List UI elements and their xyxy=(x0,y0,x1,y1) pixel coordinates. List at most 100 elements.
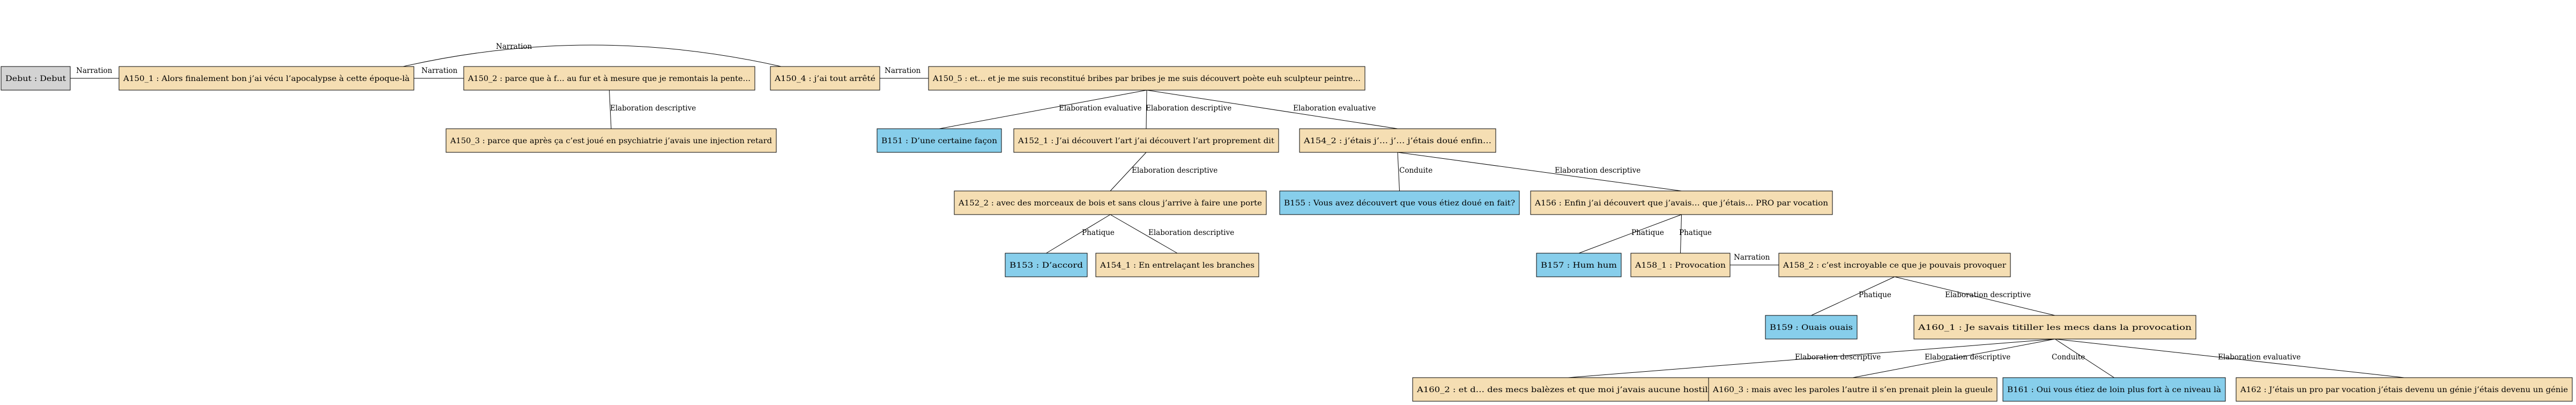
node-box xyxy=(928,66,1365,91)
edge-a160-1-to-b161 xyxy=(2054,338,2114,378)
edge-a154-2-to-b155 xyxy=(1397,152,1400,192)
node-a152-1: A152_1 : J’ai découvert l’art j’ai décou… xyxy=(1013,128,1279,153)
node-a158-2: A158_2 : c’est incroyable ce que je pouv… xyxy=(1778,253,2011,277)
node-box xyxy=(1005,253,1088,277)
edge-label: Narration xyxy=(76,67,113,75)
edge-a152-2-to-b153 xyxy=(1046,214,1111,254)
node-box xyxy=(118,66,414,91)
node-label: A152_2 : avec des morceaux de bois et sa… xyxy=(958,199,1262,208)
edge-a150-5-to-a154-2 xyxy=(1146,90,1398,129)
edge-label: Elaboration evaluative xyxy=(1059,104,1141,113)
node-label: A154_1 : En entrelaçant les branches xyxy=(1100,261,1254,270)
node-a158-1: A158_1 : Provocation xyxy=(1630,253,1731,277)
edge-a160-1-to-a162 xyxy=(2054,338,2404,378)
edge-a160-1-to-a160-3 xyxy=(1852,338,2055,378)
node-label: A160_3 : mais avec les paroles l’autre i… xyxy=(1712,386,1993,394)
node-b157: B157 : Hum hum xyxy=(1536,253,1622,277)
nodes-layer: Debut : Debut A150_1 : Alors finalement b… xyxy=(1,66,2573,402)
node-b151: B151 : D’une certaine façon xyxy=(877,128,1002,153)
node-label: A160_1 : Je savais titiller les mecs dan… xyxy=(1918,323,2192,332)
node-label: A160_2 : et d… des mecs balèzes et que m… xyxy=(1416,386,1719,394)
node-label: A150_4 : j’ai tout arrêté xyxy=(774,75,875,83)
node-box xyxy=(1279,190,1520,215)
node-box xyxy=(1708,377,1998,402)
node-box xyxy=(1412,377,1724,402)
node-label: A154_2 : j’étais j’… j’… j’étais doué en… xyxy=(1303,137,1491,145)
node-b155: B155 : Vous avez découvert que vous étie… xyxy=(1279,190,1520,215)
node-box xyxy=(1,66,71,91)
node-a150-4: A150_4 : j’ai tout arrêté xyxy=(770,66,880,91)
node-a152-2: A152_2 : avec des morceaux de bois et sa… xyxy=(954,190,1267,215)
edge-a150-5-to-a152-1 xyxy=(1146,90,1147,129)
edge-label: Narration xyxy=(496,42,532,51)
node-debut: Debut : Debut xyxy=(1,66,71,91)
edge-a158-2-to-a160-1 xyxy=(1894,276,2055,316)
edge-label: Elaboration evaluative xyxy=(1293,104,1376,113)
edge-label: Elaboration descriptive xyxy=(610,104,696,113)
node-box xyxy=(1630,253,1731,277)
node-a150-2: A150_2 : parce que à f… au fur et à mesu… xyxy=(463,66,755,91)
node-b153: B153 : D’accord xyxy=(1005,253,1088,277)
node-box xyxy=(1095,253,1259,277)
node-label: B161 : Oui vous étiez de loin plus fort … xyxy=(2007,386,2221,394)
edge-label: Narration xyxy=(1734,253,1770,262)
node-a156: A156 : Enfin j’ai découvert que j’avais…… xyxy=(1530,190,1833,215)
node-box xyxy=(1778,253,2011,277)
node-label: B155 : Vous avez découvert que vous étie… xyxy=(1284,199,1515,208)
edge-a152-1-to-a152-2 xyxy=(1110,152,1147,192)
node-a160-2: A160_2 : et d… des mecs balèzes et que m… xyxy=(1412,377,1724,402)
node-box xyxy=(877,128,1002,153)
node-b161: B161 : Oui vous étiez de loin plus fort … xyxy=(2002,377,2226,402)
node-box xyxy=(2236,377,2573,402)
edge-label: Elaboration descriptive xyxy=(1555,166,1640,175)
edge-a150-1-to-a150-4 xyxy=(403,45,782,67)
node-a160-1: A160_1 : Je savais titiller les mecs dan… xyxy=(1913,315,2196,340)
node-a150-3: A150_3 : parce que après ça c’est joué e… xyxy=(446,128,777,153)
node-box xyxy=(1536,253,1622,277)
edge-label: Narration xyxy=(421,67,458,75)
node-a162: A162 : J’étais un pro par vocation j’éta… xyxy=(2236,377,2573,402)
node-a154-1: A154_1 : En entrelaçant les branches xyxy=(1095,253,1259,277)
edge-label: Elaboration descriptive xyxy=(1925,353,2010,362)
edge-label: Narration xyxy=(885,67,921,75)
node-a150-1: A150_1 : Alors finalement bon j’ai vécu … xyxy=(118,66,414,91)
node-label: B153 : D’accord xyxy=(1009,261,1083,270)
node-box xyxy=(463,66,755,91)
node-label: A156 : Enfin j’ai découvert que j’avais…… xyxy=(1534,199,1828,208)
node-label: B159 : Ouais ouais xyxy=(1770,323,1853,332)
node-box xyxy=(1530,190,1833,215)
node-box xyxy=(1765,315,1858,340)
node-label: A150_1 : Alors finalement bon j’ai vécu … xyxy=(123,75,410,83)
node-label: A162 : J’étais un pro par vocation j’éta… xyxy=(2240,386,2568,394)
node-label: A150_2 : parce que à f… au fur et à mesu… xyxy=(467,75,751,83)
edge-label: Elaboration descriptive xyxy=(1945,291,2031,299)
node-label: B157 : Hum hum xyxy=(1541,261,1617,270)
edge-label: Conduite xyxy=(1399,166,1432,175)
node-a160-3: A160_3 : mais avec les paroles l’autre i… xyxy=(1708,377,1998,402)
node-label: A152_1 : J’ai découvert l’art j’ai décou… xyxy=(1018,137,1275,145)
edge-a150-5-to-b151 xyxy=(939,90,1147,129)
edge-label: Elaboration evaluative xyxy=(2218,353,2300,362)
edge-label: Elaboration descriptive xyxy=(1132,166,1218,175)
edge-a160-1-to-a160-2 xyxy=(1568,338,2055,378)
edge-label: Phatique xyxy=(1679,229,1712,237)
edge-label: Phatique xyxy=(1631,229,1664,237)
node-box xyxy=(446,128,777,153)
edge-label: Elaboration descriptive xyxy=(1795,353,1881,362)
node-label: A150_3 : parce que après ça c’est joué e… xyxy=(450,137,772,145)
node-box xyxy=(1299,128,1496,153)
edge-label: Conduite xyxy=(2052,353,2085,362)
node-box xyxy=(2002,377,2226,402)
node-a150-5: A150_5 : et… et je me suis reconstitué b… xyxy=(928,66,1365,91)
edge-a152-2-to-a154-1 xyxy=(1110,214,1178,254)
edge-a156-to-b157 xyxy=(1578,214,1682,254)
node-box xyxy=(954,190,1267,215)
edge-label: Elaboration descriptive xyxy=(1146,104,1231,113)
node-label: A158_1 : Provocation xyxy=(1635,261,1726,270)
edge-a156-to-a158-1 xyxy=(1680,214,1682,254)
node-label: B151 : D’une certaine façon xyxy=(881,137,997,145)
edge-label: Phatique xyxy=(1082,229,1115,237)
node-a154-2: A154_2 : j’étais j’… j’… j’étais doué en… xyxy=(1299,128,1496,153)
